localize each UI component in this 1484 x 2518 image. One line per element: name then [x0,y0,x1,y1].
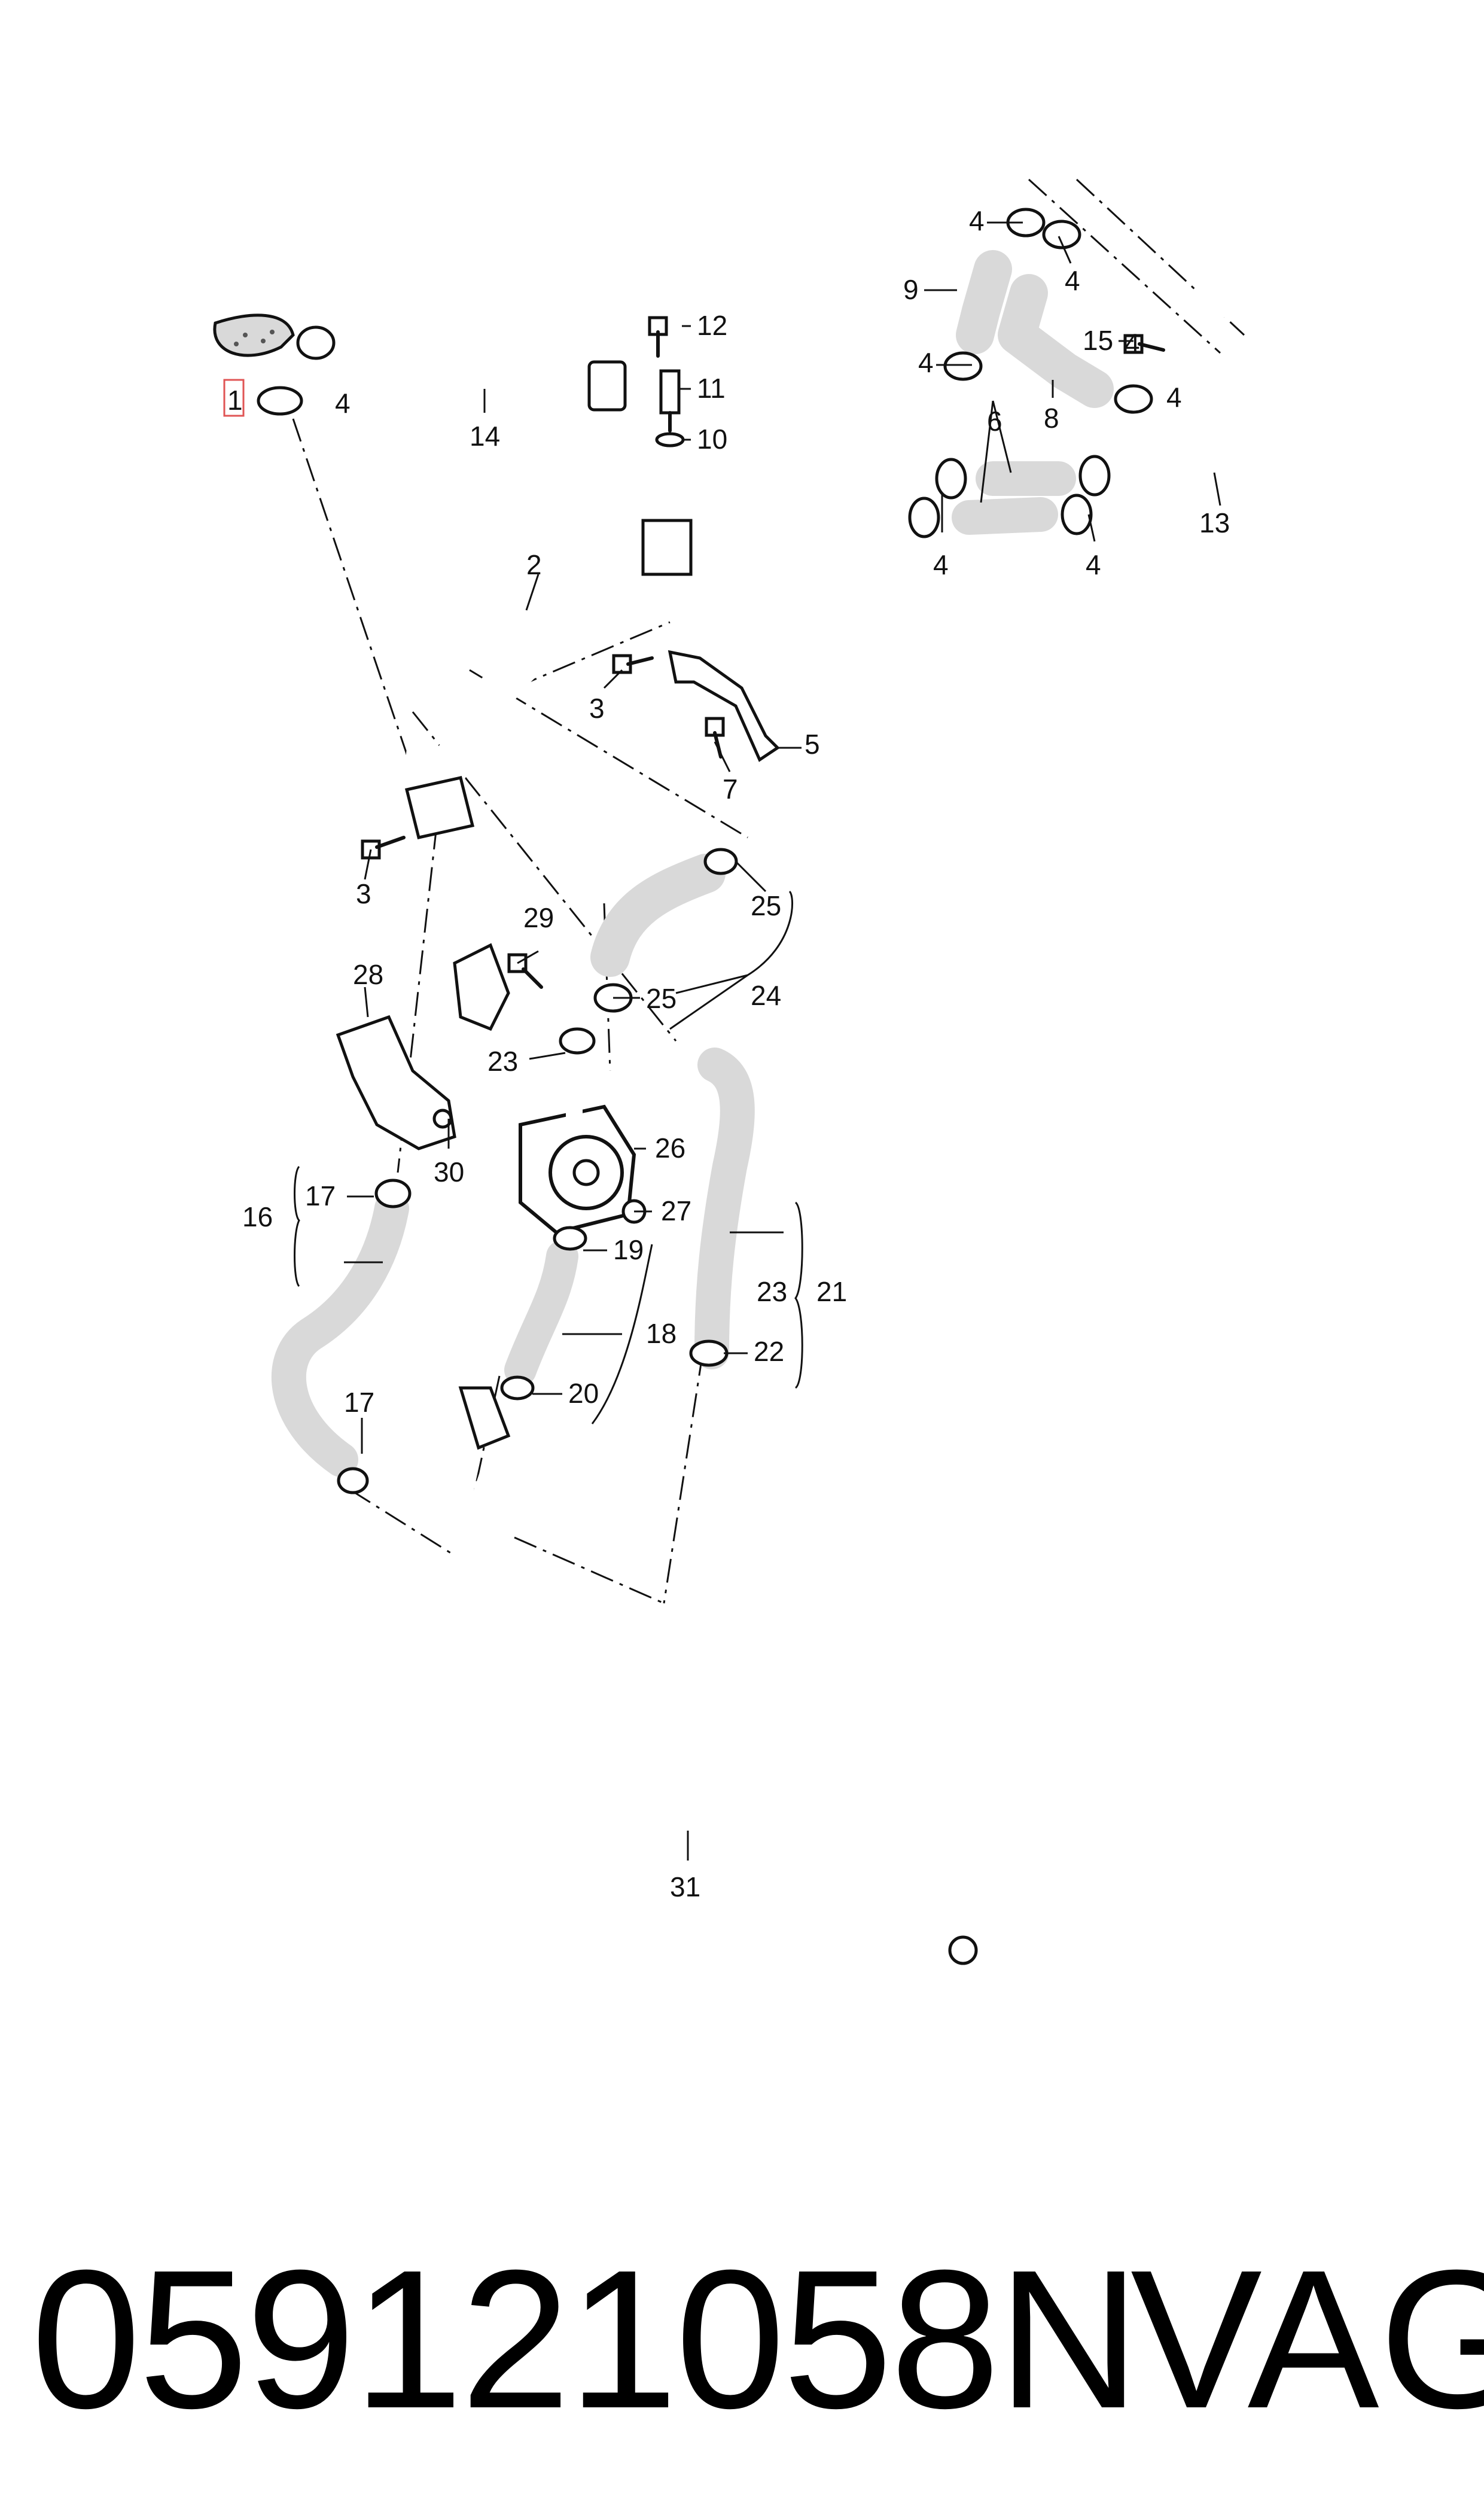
part-11-sensor [655,369,685,447]
label-26: 26 [655,1132,685,1164]
part-number: 059121058N [31,2228,1140,2449]
callout-lines [294,221,1221,1861]
brand-name: VAG [1130,2228,1484,2449]
part-labels: 1 2 3 3 4 4 4 4 4 4 4 4 5 6 7 8 9 10 11 … [223,205,1230,1902]
label-17a: 17 [305,1180,336,1211]
label-17b: 17 [344,1387,374,1418]
label-12: 12 [697,310,727,341]
label-4h: 4 [1125,328,1140,359]
label-4d: 4 [1166,382,1182,413]
label-21: 21 [816,1276,847,1307]
label-24: 24 [751,980,781,1011]
part-16-hose [271,1179,412,1494]
label-11: 11 [697,373,726,404]
part-5-bracket [668,650,780,762]
hoses-upper-right [952,250,1114,535]
label-14: 14 [470,421,500,452]
part-31-coolant-pipe [455,1386,978,1965]
label-3b: 3 [356,878,371,909]
part-13-coolant-pipe [1095,282,1294,531]
label-19: 19 [613,1234,644,1265]
label-4g: 4 [1086,549,1101,580]
label-2: 2 [526,549,542,580]
part-24-hose [590,848,738,1013]
label-22: 22 [754,1336,784,1367]
label-9: 9 [903,274,919,305]
label-4e: 4 [335,388,351,419]
label-4c: 4 [918,347,934,378]
part-14-coolant-pipe [313,228,627,412]
label-25b: 25 [646,983,677,1014]
label-7: 7 [723,774,738,805]
part-1-hose [213,313,336,416]
part-26-water-pump [519,1027,647,1235]
label-20: 20 [568,1378,599,1409]
parts-exploded-diagram: 1 2 3 3 4 4 4 4 4 4 4 4 5 6 7 8 9 10 11 … [213,178,1294,1965]
label-13: 13 [1199,507,1230,538]
label-16: 16 [242,1201,273,1232]
label-1: 1 [227,385,243,416]
part-23-hose [689,1048,755,1369]
label-3a: 3 [589,693,605,724]
label-31: 31 [670,1871,700,1902]
label-29: 29 [523,902,554,933]
part-18-hose [500,1226,587,1400]
label-27: 27 [661,1195,691,1226]
label-25a: 25 [751,890,781,921]
label-6: 6 [987,406,1002,437]
label-8: 8 [1044,403,1059,434]
part-2-coolant-pipe-assembly [404,465,929,839]
label-23a: 23 [757,1276,787,1307]
label-30: 30 [434,1156,464,1188]
label-10: 10 [697,424,727,455]
part-28-bracket [336,943,510,1150]
screws [361,316,1165,989]
label-28: 28 [353,959,383,990]
label-5: 5 [805,729,820,760]
label-4a: 4 [969,205,985,236]
label-23b: 23 [487,1046,518,1077]
label-15: 15 [1083,325,1113,356]
highlight-box [223,379,245,417]
label-4b: 4 [1065,265,1080,296]
label-4f: 4 [933,549,949,580]
label-18: 18 [646,1318,677,1349]
